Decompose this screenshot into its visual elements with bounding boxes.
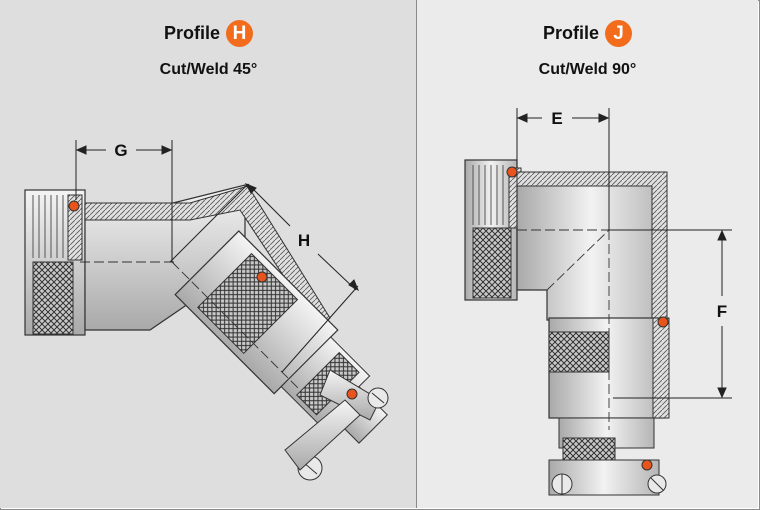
dimension-h-label: H: [298, 231, 310, 250]
elbow-body-90: [516, 184, 666, 321]
panel-profile-h: Profile H Cut/Weld 45°: [0, 0, 417, 508]
dimension-e: [516, 108, 610, 230]
o-ring-mid-90: [657, 316, 669, 328]
connector-45-drawing: G H: [24, 140, 389, 481]
profile-j-label: Profile: [542, 23, 599, 43]
o-ring-front-90: [506, 166, 518, 178]
dimension-g-label: G: [114, 141, 127, 160]
profile-h-title: Profile H: [164, 20, 253, 47]
dimension-h: [169, 183, 359, 373]
dimension-f: [609, 229, 732, 399]
dimension-g: [75, 140, 173, 262]
o-ring-mid: [256, 271, 268, 283]
profile-h-badge: H: [226, 20, 253, 47]
panel-divider: [416, 0, 417, 508]
center-lines-90: [517, 229, 610, 430]
profile-h-subtitle: Cut/Weld 45°: [159, 61, 258, 78]
o-ring-rear: [346, 388, 358, 400]
vertical-body-90: [548, 317, 670, 496]
center-lines: [80, 261, 301, 391]
profile-h-header: Profile H Cut/Weld 45°: [0, 20, 417, 79]
profile-j-subtitle: Cut/Weld 90°: [538, 61, 637, 78]
profile-j-badge: J: [605, 20, 632, 47]
profile-h-label: Profile: [163, 23, 220, 43]
coupling-nut-90: [464, 159, 522, 301]
profile-j-header: Profile J Cut/Weld 90°: [417, 20, 758, 79]
connector-90-drawing: E F: [464, 108, 732, 496]
o-ring-front: [68, 200, 80, 212]
coupling-nut: [24, 189, 86, 336]
o-ring-rear-90: [641, 459, 653, 471]
profile-j-title: Profile J: [543, 20, 632, 47]
dimension-f-label: F: [717, 302, 727, 321]
panel-profile-j: Profile J Cut/Weld 90°: [417, 0, 758, 508]
dimension-e-label: E: [551, 109, 562, 128]
